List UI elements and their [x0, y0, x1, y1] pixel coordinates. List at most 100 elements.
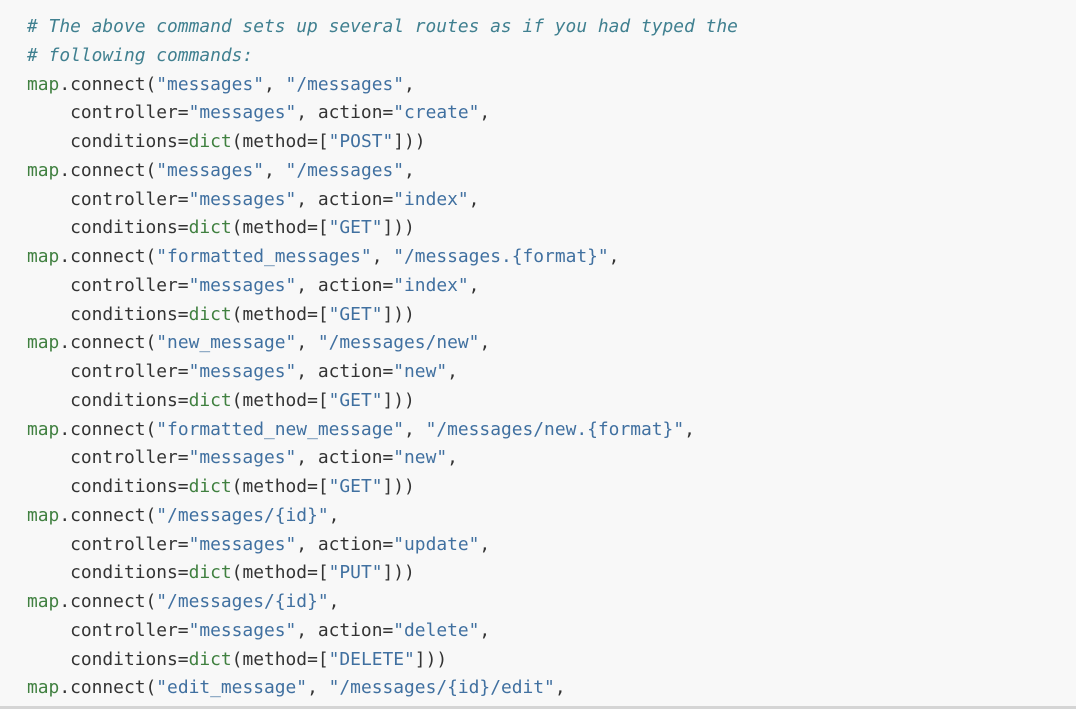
code-token-text: , [554, 677, 566, 699]
code-token-identifier: map [27, 591, 60, 612]
code-token-string: "messages" [188, 274, 297, 296]
code-token-text: controller= [27, 274, 189, 296]
code-token-string: "GET" [328, 217, 383, 239]
code-token-text: ])) [393, 131, 426, 152]
code-token-builtin: dict [188, 389, 232, 411]
code-token-text: , [468, 188, 480, 210]
code-token-string: "new" [393, 361, 448, 382]
code-token-string: "/messages.{format}" [393, 246, 609, 267]
code-token-text: ])) [414, 648, 448, 670]
code-line: map.connect("/messages/{id}", [27, 502, 1076, 531]
code-token-string: "messages" [156, 73, 264, 95]
code-token-text: , [328, 504, 340, 526]
code-token-string: "messages" [188, 447, 297, 469]
code-token-text: controller= [27, 447, 189, 469]
code-token-text: ])) [382, 303, 415, 325]
code-token-text: ])) [382, 217, 415, 239]
code-token-string: "/messages/{id}/edit" [328, 677, 555, 699]
code-token-string: "messages" [188, 619, 297, 641]
code-line: map.connect("edit_message", "/messages/{… [27, 674, 1076, 703]
code-token-comment: # following commands: [27, 44, 254, 66]
code-token-string: "POST" [328, 131, 394, 152]
code-token-text: , action= [296, 188, 394, 210]
code-token-builtin: dict [188, 476, 232, 497]
code-token-text: controller= [27, 361, 189, 382]
code-token-text: (method=[ [231, 562, 329, 584]
code-content: # The above command sets up several rout… [27, 13, 1076, 703]
code-line: controller="messages", action="new", [27, 444, 1076, 473]
code-token-text: conditions= [27, 217, 189, 239]
code-token-text: ])) [382, 476, 415, 497]
code-token-comment: # The above command sets up several rout… [27, 16, 738, 37]
code-token-string: "new" [393, 447, 448, 469]
code-token-string: "update" [393, 533, 480, 555]
code-token-text: (method=[ [231, 476, 329, 497]
code-line: # The above command sets up several rout… [27, 13, 1076, 42]
code-line: map.connect("formatted_messages", "/mess… [27, 243, 1076, 272]
code-token-text: ])) [382, 389, 415, 411]
code-token-string: "/messages/{id}" [156, 504, 329, 526]
code-token-string: "/messages/new" [317, 332, 480, 354]
code-token-text: , [264, 159, 286, 181]
code-token-text: (method=[ [231, 131, 329, 152]
code-token-text: , [608, 246, 620, 267]
code-token-text: controller= [27, 533, 189, 555]
code-token-string: "/messages" [285, 73, 405, 95]
code-token-text: .connect( [59, 677, 157, 699]
code-token-text: conditions= [27, 131, 189, 152]
code-token-string: "GET" [328, 303, 383, 325]
code-token-text: , [447, 361, 458, 382]
code-token-text: , action= [296, 361, 394, 382]
code-token-text: , [479, 533, 491, 555]
code-token-text: , [328, 591, 340, 612]
code-token-text: , [296, 332, 318, 354]
code-token-text: , [264, 73, 286, 95]
code-token-text: , action= [296, 447, 394, 469]
code-token-string: "messages" [188, 102, 297, 124]
code-token-text: .connect( [59, 591, 157, 612]
code-line: map.connect("messages", "/messages", [27, 157, 1076, 186]
code-token-text: controller= [27, 188, 189, 210]
code-token-string: "index" [393, 188, 469, 210]
code-token-builtin: dict [188, 303, 232, 325]
code-line: controller="messages", action="index", [27, 186, 1076, 215]
code-line: conditions=dict(method=["GET"])) [27, 301, 1076, 330]
code-token-text: (method=[ [231, 303, 329, 325]
code-token-text: , action= [296, 274, 394, 296]
code-token-string: "PUT" [328, 562, 383, 584]
code-token-string: "messages" [188, 188, 297, 210]
code-token-builtin: dict [188, 131, 232, 152]
code-line: controller="messages", action="index", [27, 272, 1076, 301]
code-token-string: "delete" [393, 619, 480, 641]
code-token-string: "create" [393, 102, 480, 124]
code-token-text: , [404, 418, 426, 440]
code-token-string: "/messages" [285, 159, 405, 181]
code-token-string: "GET" [328, 476, 383, 497]
code-token-text: , action= [296, 533, 394, 555]
code-token-string: "messages" [156, 159, 264, 181]
code-token-string: "edit_message" [156, 677, 308, 699]
code-line: map.connect("messages", "/messages", [27, 71, 1076, 100]
code-token-text: (method=[ [231, 217, 329, 239]
code-token-text: .connect( [59, 246, 157, 267]
code-line: conditions=dict(method=["DELETE"])) [27, 646, 1076, 675]
code-token-text: , [307, 677, 329, 699]
code-token-text: controller= [27, 619, 189, 641]
code-line: conditions=dict(method=["GET"])) [27, 387, 1076, 416]
code-token-text: conditions= [27, 562, 189, 584]
code-token-text: , action= [296, 102, 394, 124]
code-token-string: "messages" [188, 361, 297, 382]
code-token-text: , [404, 159, 415, 181]
code-token-identifier: map [27, 504, 60, 526]
code-token-string: "formatted_new_message" [156, 418, 405, 440]
code-line: controller="messages", action="update", [27, 531, 1076, 560]
code-line: conditions=dict(method=["PUT"])) [27, 559, 1076, 588]
code-token-string: "messages" [188, 533, 297, 555]
code-token-string: "new_message" [156, 332, 297, 354]
code-token-text: controller= [27, 102, 189, 124]
code-token-text: , [404, 73, 415, 95]
code-token-text: conditions= [27, 389, 189, 411]
code-token-text: , [371, 246, 394, 267]
